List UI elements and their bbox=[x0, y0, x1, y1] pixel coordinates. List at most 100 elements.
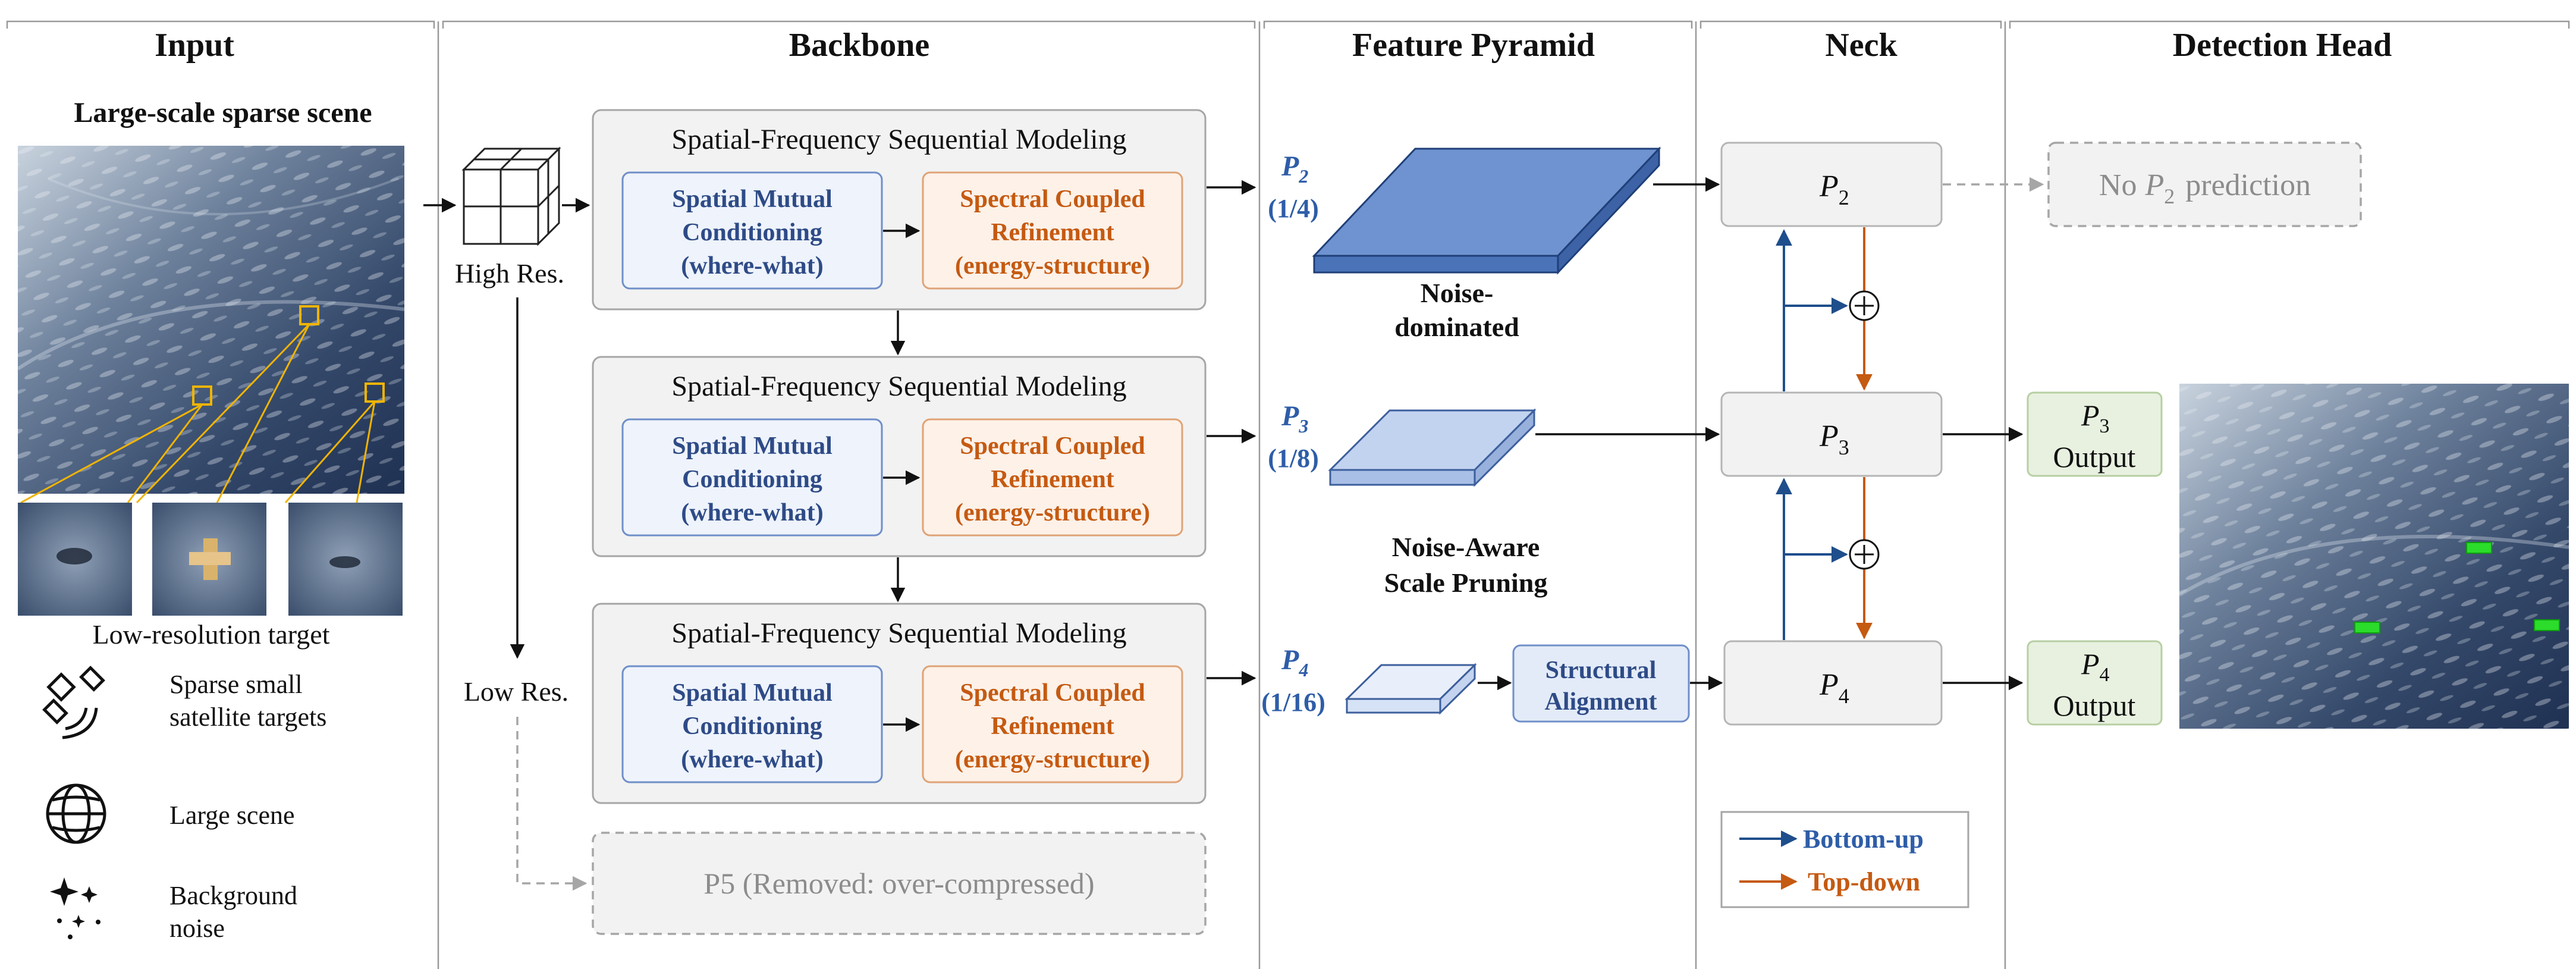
no-prediction-name: P bbox=[2144, 168, 2164, 202]
detection-box bbox=[2354, 622, 2380, 634]
stage-1-title: Spatial-Frequency Sequential Modeling bbox=[671, 124, 1126, 155]
scene-title: Large-scale sparse scene bbox=[74, 97, 372, 128]
legend-globe-line1: Large scene bbox=[169, 801, 295, 830]
spatial-1-line2: Conditioning bbox=[682, 219, 822, 246]
backbone-stage-3: Spatial-Frequency Sequential Modeling Sp… bbox=[592, 603, 1207, 804]
p3-label-name: P bbox=[1281, 400, 1299, 432]
neck-p2-sub: 2 bbox=[1839, 186, 1849, 209]
spectral-3-line1: Spectral Coupled bbox=[960, 679, 1145, 707]
detection-boxes bbox=[2354, 542, 2560, 634]
p4-scale: (1/16) bbox=[1261, 688, 1325, 717]
satellite-icon bbox=[42, 666, 105, 739]
legend-satellite-line1: Sparse small bbox=[169, 670, 303, 699]
alignment-line2: Alignment bbox=[1545, 688, 1657, 716]
p2-feature-slab bbox=[1312, 146, 1661, 275]
pyramid-label-p4: P4 bbox=[1281, 644, 1308, 681]
spectral-2-line2: Refinement bbox=[991, 466, 1114, 493]
neck-node-p3: P3 bbox=[1720, 391, 1943, 477]
spatial-2-line3: (where-what) bbox=[681, 499, 824, 526]
stage-3-title: Spatial-Frequency Sequential Modeling bbox=[671, 617, 1126, 649]
p4-label-sub: 4 bbox=[1298, 659, 1308, 681]
detection-box bbox=[2534, 619, 2560, 631]
globe-icon bbox=[46, 783, 106, 844]
neck-p3-name: P bbox=[1819, 419, 1839, 453]
p4-label-name: P bbox=[1281, 644, 1299, 676]
fusion-node-2 bbox=[1849, 539, 1880, 570]
spatial-2-line2: Conditioning bbox=[682, 466, 822, 493]
spectral-3-line2: Refinement bbox=[991, 713, 1114, 740]
svg-text:P4: P4 bbox=[1819, 668, 1849, 708]
spectral-block-1 bbox=[922, 171, 1183, 290]
output-p3-box: P3 Output bbox=[2027, 391, 2163, 477]
p2-label-name: P bbox=[1281, 150, 1299, 182]
section-title-pyramid: Feature Pyramid bbox=[1352, 27, 1595, 64]
svg-text:P3: P3 bbox=[1819, 419, 1849, 459]
output-p4-name: P bbox=[2081, 647, 2100, 681]
svg-text:P3: P3 bbox=[2081, 399, 2110, 437]
p4-feature-slab bbox=[1344, 663, 1477, 715]
output-scene-image bbox=[2178, 384, 2569, 729]
structural-alignment-box: Structural Alignment bbox=[1512, 644, 1690, 723]
low-res-label: Low Res. bbox=[464, 676, 568, 707]
p5-removed-label: P5 (Removed: over-compressed) bbox=[703, 867, 1094, 900]
neck-node-p2: P2 bbox=[1720, 142, 1943, 227]
section-title-neck: Neck bbox=[1825, 27, 1898, 64]
output-p3-name: P bbox=[2081, 399, 2100, 432]
output-p4-label: Output bbox=[2053, 689, 2136, 722]
spectral-block-2 bbox=[922, 418, 1183, 537]
neck-p4-name: P bbox=[1819, 668, 1839, 702]
output-p4-sub: 4 bbox=[2100, 664, 2110, 686]
spectral-3-line3: (energy-structure) bbox=[955, 746, 1150, 773]
spatial-3-line1: Spatial Mutual bbox=[672, 679, 833, 707]
neck-p2-name: P bbox=[1819, 170, 1839, 203]
backbone-stage-1: Spatial-Frequency Sequential Modeling Sp… bbox=[592, 109, 1207, 311]
spectral-2-line1: Spectral Coupled bbox=[960, 432, 1145, 460]
backbone-stage-2: Spatial-Frequency Sequential Modeling Sp… bbox=[592, 356, 1207, 557]
pyramid-label-p3: P3 bbox=[1281, 400, 1308, 437]
p2-scale: (1/4) bbox=[1268, 194, 1319, 223]
input-scene-image bbox=[17, 146, 405, 494]
spatial-block-1 bbox=[621, 171, 883, 290]
high-res-label: High Res. bbox=[455, 258, 564, 288]
no-prediction-sub: 2 bbox=[2164, 184, 2175, 208]
p5-removed-box: P5 (Removed: over-compressed) bbox=[592, 832, 1207, 935]
output-p3-sub: 3 bbox=[2100, 415, 2110, 437]
arrow-low-res-to-p5 bbox=[516, 717, 588, 891]
section-frames bbox=[6, 20, 2570, 969]
pruning-line2: Scale Pruning bbox=[1384, 567, 1548, 598]
fusion-node-1 bbox=[1849, 290, 1880, 321]
legend-noise-line2: noise bbox=[169, 914, 225, 943]
spectral-2-line3: (energy-structure) bbox=[955, 499, 1150, 526]
spatial-block-2 bbox=[621, 418, 883, 537]
zoom-lines bbox=[20, 323, 376, 504]
svg-text:P3: P3 bbox=[1281, 400, 1308, 437]
p2-label-sub: 2 bbox=[1298, 165, 1308, 187]
spectral-1-line1: Spectral Coupled bbox=[960, 186, 1145, 213]
legend-bottom-up-label: Bottom-up bbox=[1803, 824, 1924, 854]
p3-feature-slab bbox=[1328, 408, 1537, 487]
p3-scale: (1/8) bbox=[1268, 444, 1319, 473]
svg-text:P4: P4 bbox=[1281, 644, 1308, 681]
neck-p3-sub: 3 bbox=[1839, 435, 1849, 459]
crop-thumbnails bbox=[18, 503, 403, 616]
section-titles: Input Backbone Feature Pyramid Neck Dete… bbox=[155, 27, 2392, 64]
noise-dominated-line1: Noise- bbox=[1421, 278, 1494, 308]
neck-legend: Bottom-up Top-down bbox=[1720, 811, 1969, 908]
no-prediction-pre: No bbox=[2099, 168, 2137, 202]
section-title-backbone: Backbone bbox=[789, 27, 930, 64]
neck-p4-sub: 4 bbox=[1839, 684, 1849, 708]
output-p4-box: P4 Output bbox=[2027, 640, 2163, 726]
legend-noise-line1: Background bbox=[169, 881, 297, 910]
no-prediction-post: prediction bbox=[2185, 168, 2311, 202]
section-title-head: Detection Head bbox=[2173, 27, 2392, 64]
spatial-3-line3: (where-what) bbox=[681, 746, 824, 773]
spectral-block-3 bbox=[922, 665, 1183, 783]
svg-text:P2: P2 bbox=[1819, 170, 1849, 209]
stage-2-title: Spatial-Frequency Sequential Modeling bbox=[671, 371, 1126, 402]
output-p3-label: Output bbox=[2053, 440, 2136, 473]
spectral-1-line3: (energy-structure) bbox=[955, 252, 1150, 280]
legend-satellite-line2: satellite targets bbox=[169, 703, 326, 732]
